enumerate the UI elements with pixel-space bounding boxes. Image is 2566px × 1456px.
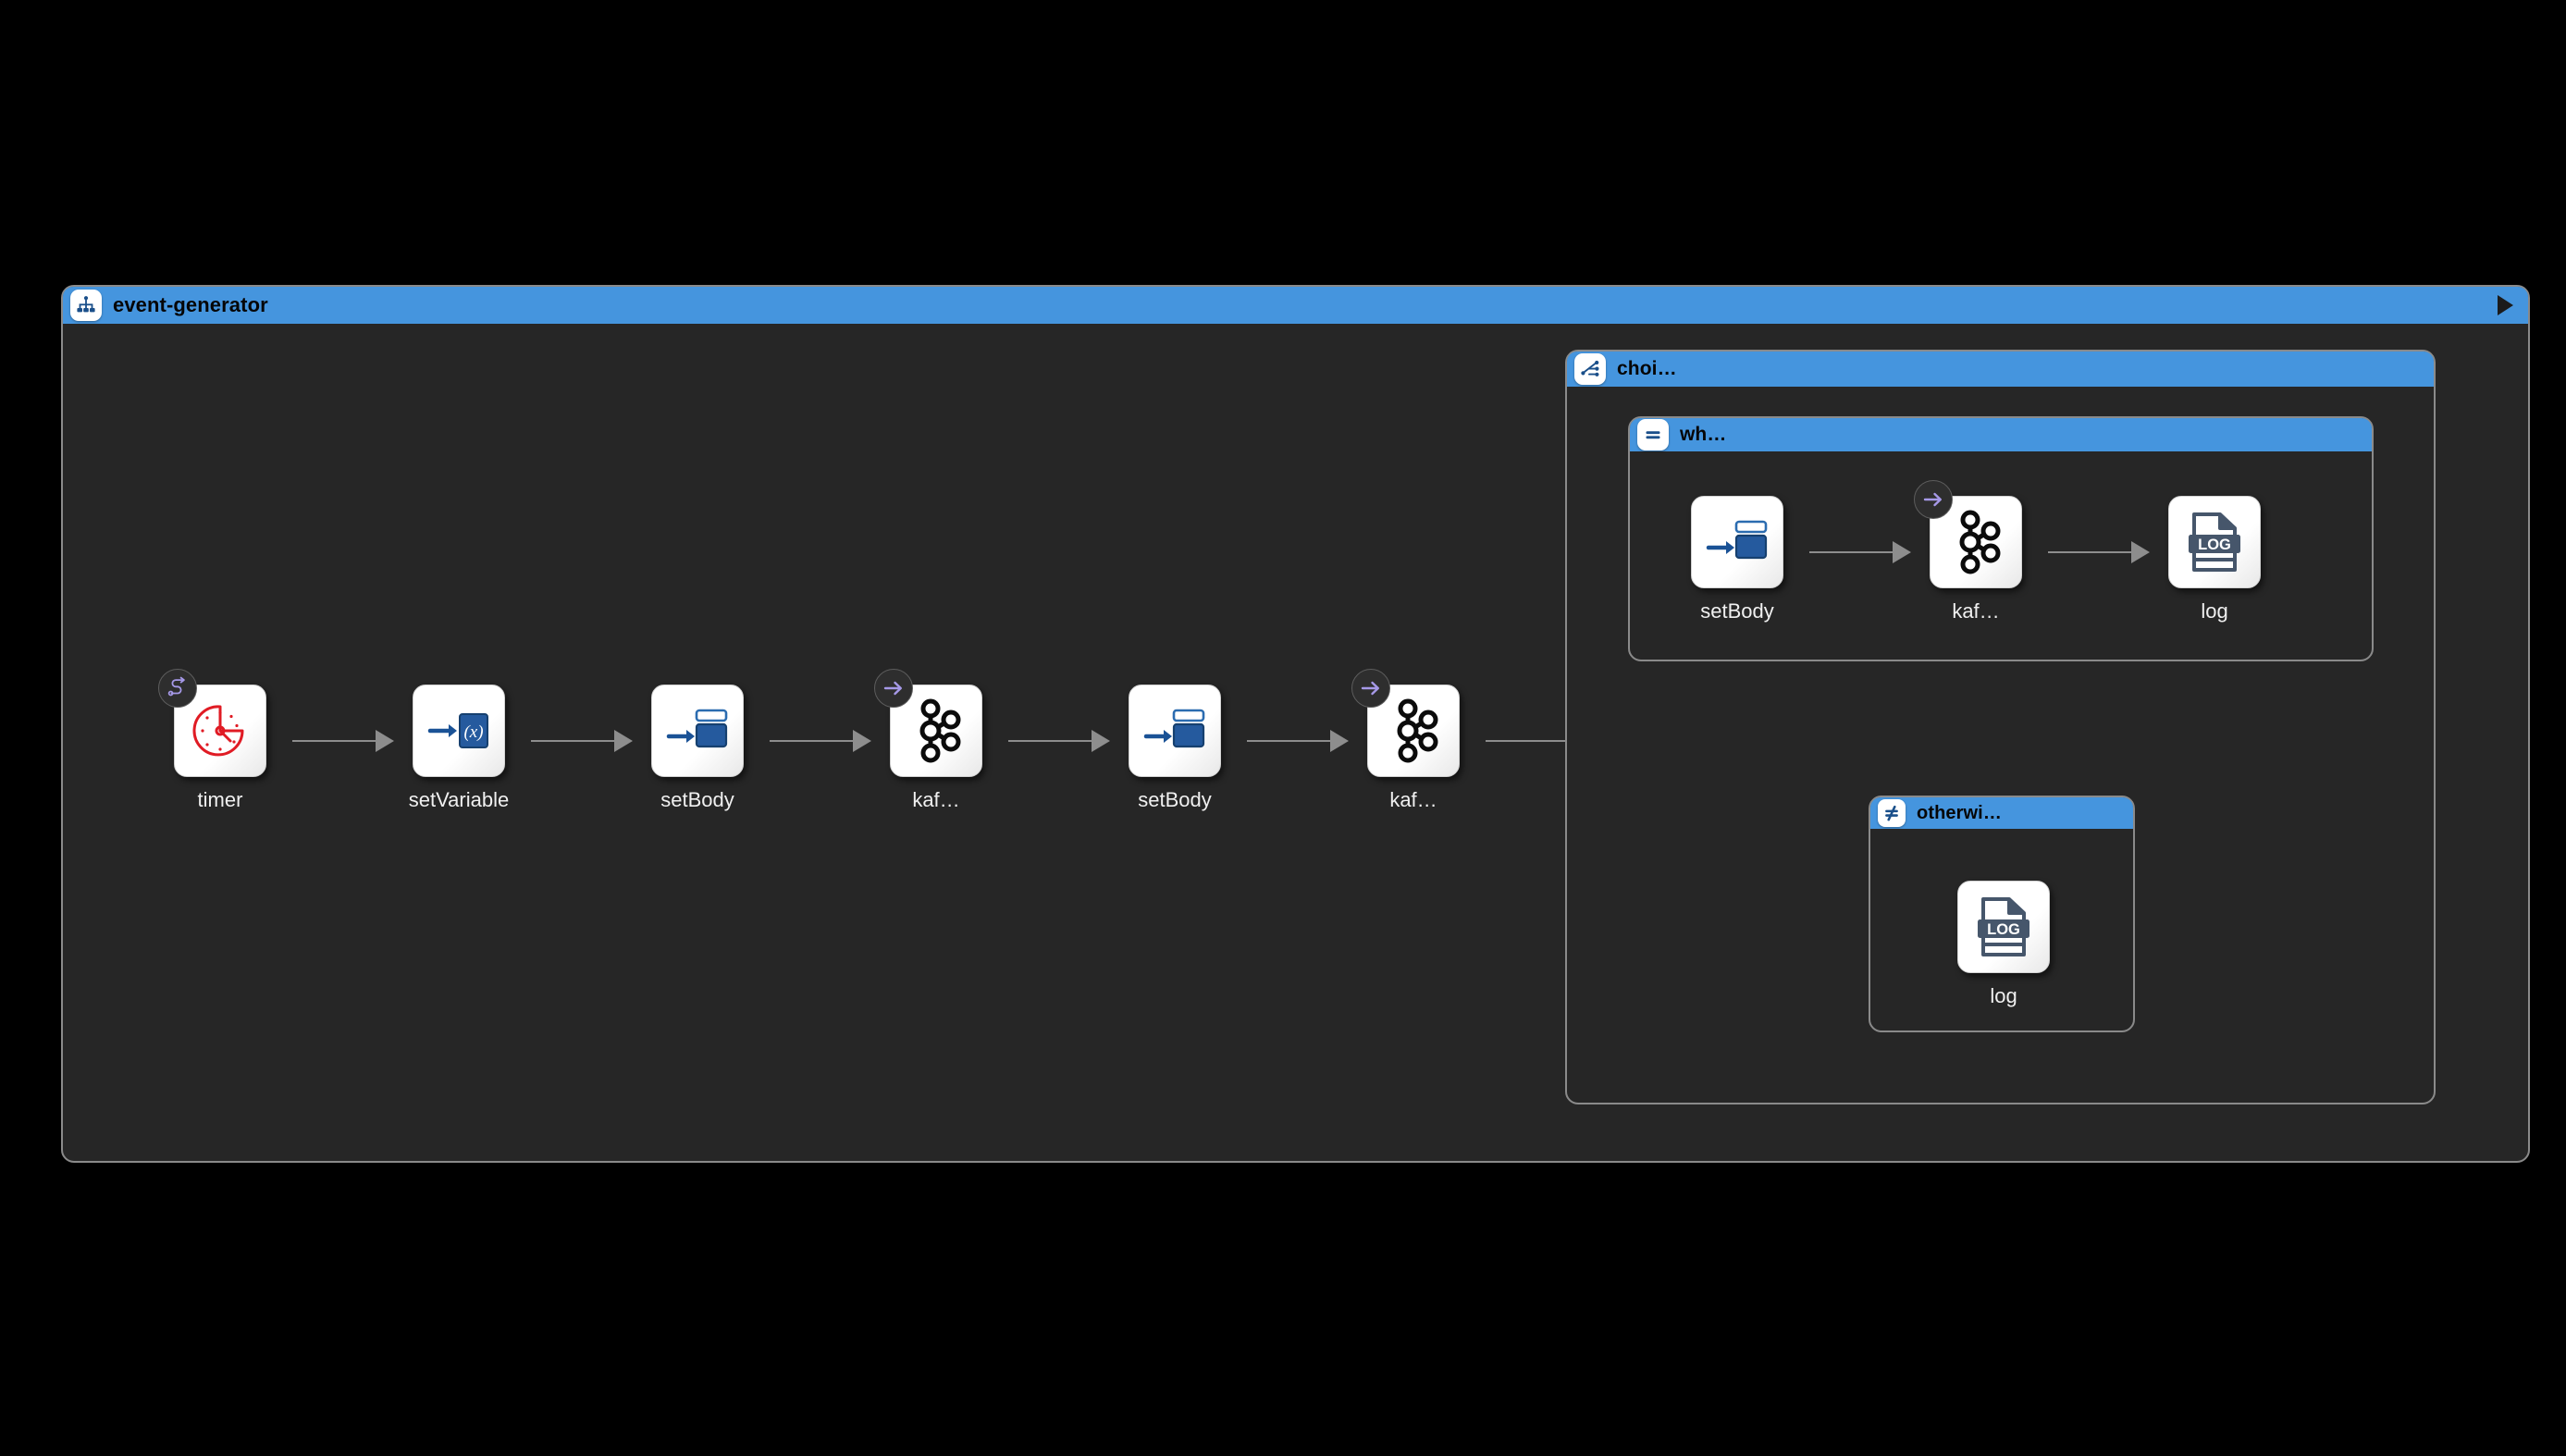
kafka-icon [1397,698,1438,763]
route-tree-icon [70,290,102,321]
edge-timer-to-setvariable [292,730,394,752]
svg-text:LOG: LOG [1987,921,2020,938]
node-timer-box[interactable] [158,669,266,777]
kafka-icon [1959,510,2001,574]
node-kafka-1-label: kaf… [912,788,960,811]
equals-icon [1637,419,1669,450]
edge-setbody2-to-kafka2 [1247,730,1349,752]
node-kafka-2-label: kaf… [1389,788,1437,811]
node-setbody-1-box[interactable] [651,685,744,777]
node-setbody-2[interactable]: setBody [1129,685,1221,811]
otherwise-branch-group[interactable]: otherwi… LOG log [1869,796,2135,1032]
route-group-header[interactable]: event-generator [63,287,2528,324]
node-setbody-2-label: setBody [1138,788,1212,811]
set-body-icon [1706,520,1768,560]
choice-group-title: choi… [1617,358,1677,379]
kafka-icon [919,698,961,763]
node-otherwise-log-label: log [1990,984,2017,1007]
node-when-log-label: log [2201,599,2228,623]
node-when-kafka[interactable]: kaf… [1914,480,2022,623]
log-file-icon: LOG [1978,897,2029,956]
node-timer-label: timer [197,788,243,811]
edge-when-setbody-to-kafka [1809,541,1911,563]
arrow-right-icon [1914,480,1953,519]
set-body-icon [1143,709,1205,748]
node-otherwise-log-box[interactable]: LOG [1957,881,2050,973]
set-body-icon [666,709,728,748]
edge-setbody1-to-kafka1 [770,730,871,752]
play-icon[interactable] [2498,295,2513,315]
timer-clock-icon [192,705,244,757]
node-setbody-2-box[interactable] [1129,685,1221,777]
node-when-setbody[interactable]: setBody [1691,496,1783,623]
node-kafka-2-box[interactable] [1351,669,1460,777]
node-when-kafka-label: kaf… [1952,599,2000,623]
when-branch-header[interactable]: wh… [1630,418,2372,451]
node-otherwise-log[interactable]: LOG log [1957,881,2050,1007]
when-branch-title: wh… [1680,424,1727,445]
node-when-kafka-box[interactable] [1914,480,2022,588]
choice-group-header[interactable]: choi… [1567,352,2434,387]
edge-when-kafka-to-log [2048,541,2150,563]
svg-text:(x): (x) [463,722,483,742]
node-when-setbody-box[interactable] [1691,496,1783,588]
log-file-icon: LOG [2189,512,2240,572]
otherwise-branch-header[interactable]: otherwi… [1870,797,2133,829]
node-setbody-1[interactable]: setBody [651,685,744,811]
node-when-setbody-label: setBody [1700,599,1774,623]
edge-kafka1-to-setbody2 [1008,730,1110,752]
choice-branch-icon [1574,353,1606,385]
arrow-right-icon [1351,669,1390,708]
node-setvariable[interactable]: (x) setVariable [409,685,509,811]
node-timer[interactable]: timer [158,669,266,811]
node-when-log-box[interactable]: LOG [2168,496,2261,588]
not-equals-icon [1878,799,1906,827]
node-setvariable-box[interactable]: (x) [413,685,505,777]
route-group-title: event-generator [113,293,268,316]
arrow-right-icon [874,669,913,708]
node-setbody-1-label: setBody [660,788,734,811]
node-when-log[interactable]: LOG log [2168,496,2261,623]
svg-text:LOG: LOG [2198,537,2231,553]
otherwise-branch-title: otherwi… [1917,802,2002,823]
route-path-icon [158,669,197,708]
node-kafka-2[interactable]: kaf… [1351,669,1460,811]
node-setvariable-label: setVariable [408,788,510,811]
edge-setvariable-to-setbody1 [531,730,633,752]
node-kafka-1-box[interactable] [874,669,982,777]
set-variable-icon: (x) [427,713,488,748]
node-kafka-1[interactable]: kaf… [874,669,982,811]
when-branch-group[interactable]: wh… setBody [1628,416,2374,661]
